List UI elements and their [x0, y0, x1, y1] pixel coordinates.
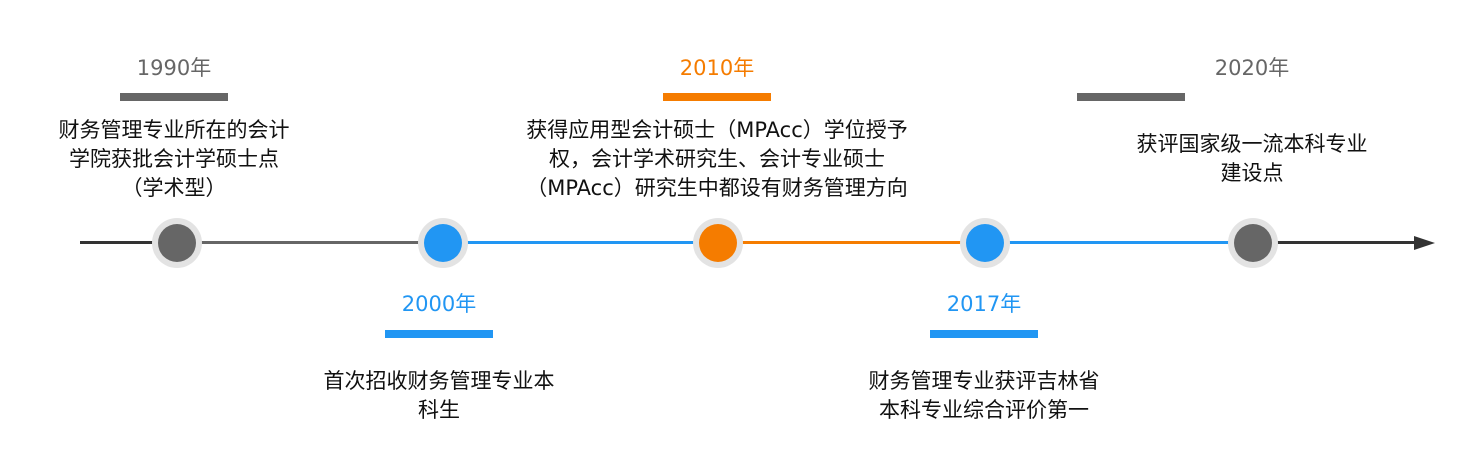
node-2017 — [960, 218, 1010, 268]
event-description: 获评国家级一流本科专业 建设点 — [1082, 130, 1422, 188]
segment-2017-2020 — [985, 241, 1253, 244]
event-2020: 2020年 获评国家级一流本科专业 建设点 — [1077, 0, 1422, 240]
year-bar — [663, 93, 771, 101]
desc-line: 获评国家级一流本科专业 — [1136, 132, 1368, 156]
event-2000: 2000年 首次招收财务管理专业本 科生 — [269, 0, 609, 462]
desc-line: 财务管理专业所在的会计 — [58, 118, 290, 142]
node-1990 — [152, 218, 202, 268]
event-description: 财务管理专业获评吉林省 本科专业综合评价第一 — [814, 367, 1154, 425]
event-year: 1990年 — [136, 56, 212, 80]
event-description: 首次招收财务管理专业本 科生 — [269, 367, 609, 425]
axis-end — [1253, 241, 1418, 244]
desc-line: （MPAcc）研究生中都设有财务管理方向 — [526, 176, 908, 200]
event-description: 获得应用型会计硕士（MPAcc）学位授予 权，会计学术研究生、会计专业硕士 （M… — [487, 116, 947, 203]
event-year: 2000年 — [401, 292, 477, 316]
desc-line: 权，会计学术研究生、会计专业硕士 — [549, 147, 885, 171]
desc-line: 科生 — [418, 398, 460, 422]
node-2000 — [418, 218, 468, 268]
desc-line: 学院获批会计学硕士点 — [69, 147, 279, 171]
segment-2010-2017 — [718, 241, 985, 244]
event-year: 2017年 — [946, 292, 1022, 316]
desc-line: 本科专业综合评价第一 — [879, 398, 1089, 422]
node-2010 — [693, 218, 743, 268]
year-bar — [385, 330, 493, 338]
event-year: 2010年 — [679, 56, 755, 80]
year-bar — [1077, 93, 1185, 101]
desc-line: 获得应用型会计硕士（MPAcc）学位授予 — [526, 118, 908, 142]
year-bar — [930, 330, 1038, 338]
year-bar — [120, 93, 228, 101]
desc-line: 财务管理专业获评吉林省 — [868, 369, 1100, 393]
event-2010: 2010年 获得应用型会计硕士（MPAcc）学位授予 权，会计学术研究生、会计专… — [487, 0, 947, 240]
axis-start — [80, 241, 155, 244]
desc-line: （学术型） — [121, 176, 227, 200]
segment-1990-2000 — [155, 241, 443, 244]
desc-line: 建设点 — [1220, 161, 1284, 185]
arrow-icon — [1414, 236, 1435, 250]
desc-line: 首次招收财务管理专业本 — [323, 369, 555, 393]
event-year: 2020年 — [1214, 56, 1290, 80]
event-description: 财务管理专业所在的会计 学院获批会计学硕士点 （学术型） — [4, 116, 344, 203]
segment-2000-2010 — [443, 241, 718, 244]
event-2017: 2017年 财务管理专业获评吉林省 本科专业综合评价第一 — [814, 0, 1154, 462]
event-1990: 1990年 财务管理专业所在的会计 学院获批会计学硕士点 （学术型） — [4, 0, 344, 240]
node-2020 — [1228, 218, 1278, 268]
